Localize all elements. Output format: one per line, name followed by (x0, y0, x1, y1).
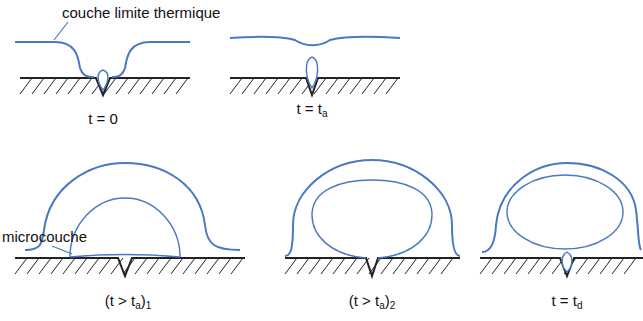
hatch-stroke (333, 258, 345, 274)
hatch-stroke (39, 258, 51, 274)
hatch-stroke (480, 258, 492, 274)
layer-label: couche limite thermique (62, 4, 220, 22)
thermal-layer (230, 37, 400, 46)
hatch-stroke (51, 258, 63, 274)
stage-time: (t > ta)1 (105, 292, 152, 310)
hatch-stroke (393, 258, 405, 274)
hatch-stroke (588, 258, 600, 274)
hatch-stroke (362, 78, 374, 94)
microlayer (70, 255, 180, 258)
thermal-layer (482, 163, 641, 252)
hatch-stroke (266, 78, 278, 94)
hatch-stroke (20, 78, 32, 94)
hatch-stroke (338, 78, 350, 94)
bubble-nucleus (562, 252, 572, 272)
hatch-stroke (219, 258, 231, 274)
hatch-stroke (183, 258, 195, 274)
hatch-stroke (176, 78, 188, 94)
thermal-layer (285, 160, 460, 256)
vapour-bubbles (70, 57, 623, 272)
hatch-stroke (80, 78, 92, 94)
hatch-stroke (612, 258, 624, 274)
hatch-stroke (576, 258, 588, 274)
hatch-stroke (297, 258, 309, 274)
stage-time: t = ta (297, 100, 328, 118)
bubble-nucleus (98, 70, 108, 90)
bubble (70, 198, 180, 257)
hatch-stroke (309, 258, 321, 274)
hatch-stroke (128, 78, 140, 94)
hatch-stroke (374, 78, 386, 94)
hatch-stroke (231, 258, 243, 274)
hatch-stroke (195, 258, 207, 274)
leader-line (52, 246, 72, 254)
stage-time: t = td (552, 292, 583, 310)
hatch-stroke (254, 78, 266, 94)
hatch-stroke (600, 258, 612, 274)
stage-time: (t > ta)2 (349, 292, 396, 310)
hatch-stroke (116, 78, 128, 94)
wall-with-cavity (15, 258, 245, 276)
hatch-stroke (441, 258, 453, 274)
stage-time: t = 0 (88, 110, 118, 128)
hatch-stroke (159, 258, 171, 274)
hatch-stroke (516, 258, 528, 274)
thermal-layer (112, 42, 190, 77)
hatch-stroke (345, 258, 357, 274)
bubble (306, 57, 317, 88)
hatch-stroke (15, 258, 27, 274)
hatch-stroke (528, 258, 540, 274)
heated-walls (15, 78, 643, 276)
hatch-stroke (290, 78, 302, 94)
leader-line (54, 22, 68, 40)
hatch-stroke (405, 258, 417, 274)
hatch-stroke (56, 78, 68, 94)
hatch-stroke (99, 258, 111, 274)
bubble (312, 180, 432, 258)
thermal-layer (15, 42, 94, 77)
hatch-stroke (381, 258, 393, 274)
detached-bubble (507, 175, 623, 249)
thermal-boundary-layers (15, 37, 641, 256)
hatch-stroke (326, 78, 338, 94)
hatch-stroke (171, 258, 183, 274)
hatch-stroke (147, 258, 159, 274)
hatch-stroke (75, 258, 87, 274)
hatch-stroke (207, 258, 219, 274)
hatch-stroke (278, 78, 290, 94)
hatch-stroke (135, 258, 147, 274)
microlayer-label: microcouche (2, 228, 87, 246)
hatch-stroke (44, 78, 56, 94)
hatch-stroke (242, 78, 254, 94)
hatch-stroke (540, 258, 552, 274)
hatch-stroke (32, 78, 44, 94)
hatch-stroke (624, 258, 636, 274)
wall-hatching (15, 78, 636, 274)
hatch-stroke (492, 258, 504, 274)
hatch-stroke (140, 78, 152, 94)
hatch-stroke (164, 78, 176, 94)
hatch-stroke (386, 78, 398, 94)
hatch-stroke (417, 258, 429, 274)
hatch-stroke (429, 258, 441, 274)
hatch-stroke (63, 258, 75, 274)
hatch-stroke (321, 258, 333, 274)
hatch-stroke (27, 258, 39, 274)
hatch-stroke (230, 78, 242, 94)
leader-lines (52, 22, 72, 254)
hatch-stroke (68, 78, 80, 94)
hatch-stroke (504, 258, 516, 274)
hatch-stroke (87, 258, 99, 274)
hatch-stroke (152, 78, 164, 94)
hatch-stroke (350, 78, 362, 94)
wall-with-cavity (285, 258, 460, 276)
hatch-stroke (285, 258, 297, 274)
